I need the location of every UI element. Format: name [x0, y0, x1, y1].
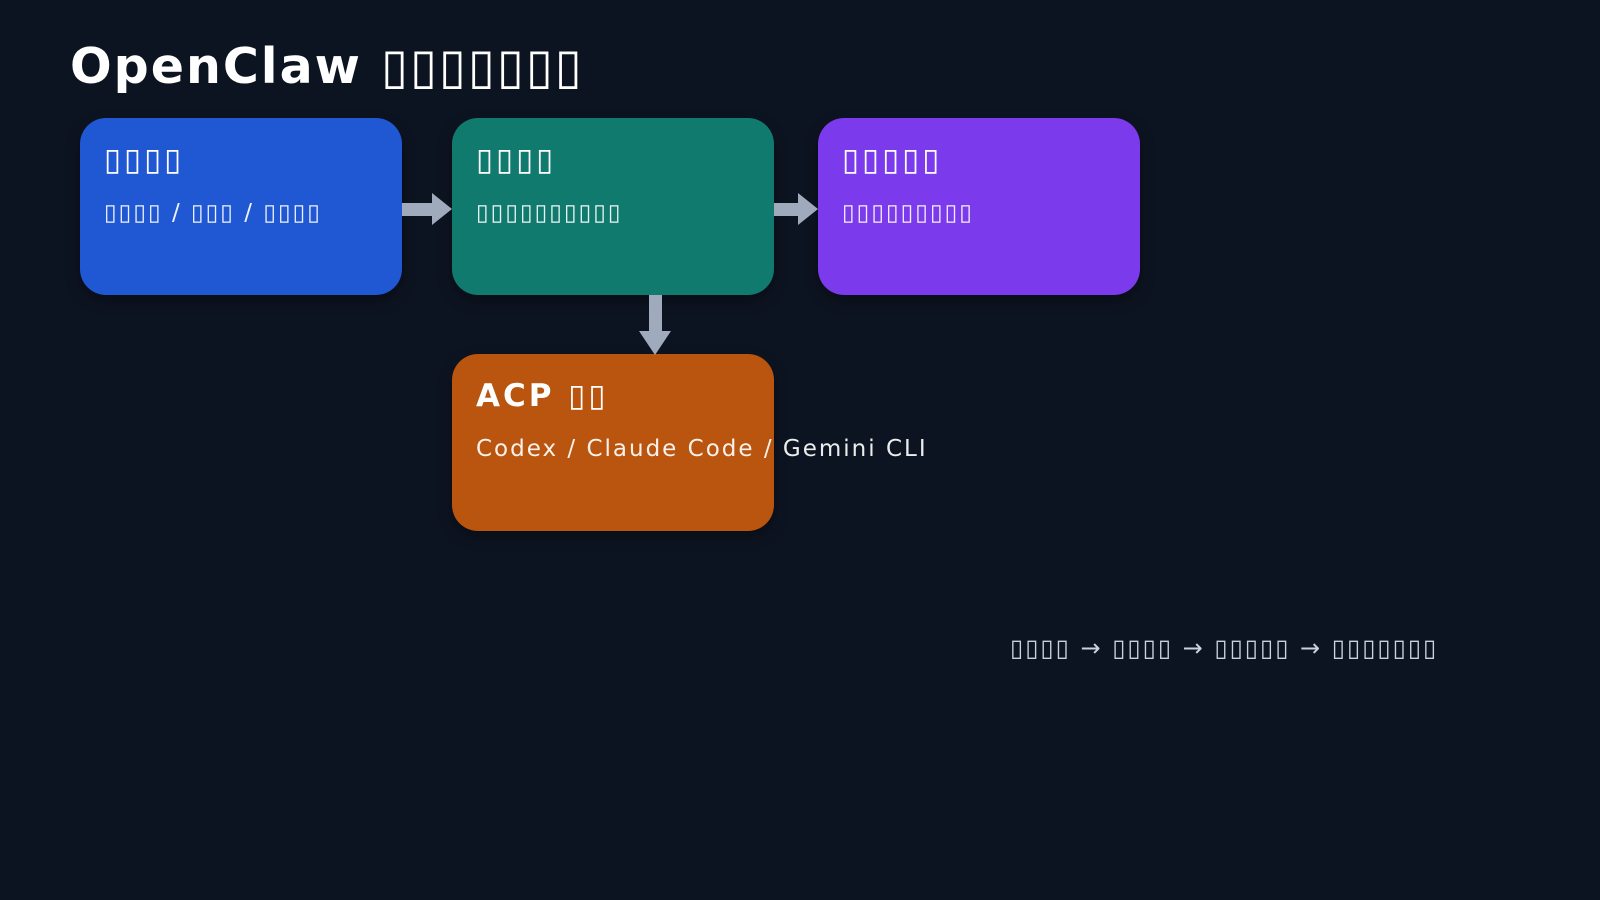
page-title: OpenClaw ▯▯▯▯▯▯▯ — [70, 38, 584, 95]
node-purple-subtitle: ▯▯▯▯▯▯▯▯▯ — [842, 200, 974, 226]
arrow-blue-to-teal-icon — [402, 193, 452, 225]
node-blue: ▯▯▯▯ ▯▯▯▯ / ▯▯▯ / ▯▯▯▯ — [80, 118, 402, 295]
node-teal-subtitle: ▯▯▯▯▯▯▯▯▯▯ — [476, 200, 623, 226]
flow-caption: ▯▯▯▯ → ▯▯▯▯ → ▯▯▯▯▯ → ▯▯▯▯▯▯▯ — [1010, 634, 1439, 662]
arrow-teal-to-purple-icon — [774, 193, 818, 225]
arrow-teal-to-acp-icon — [639, 295, 671, 355]
node-acp-title: ACP ▯▯ — [476, 378, 609, 414]
node-teal-title: ▯▯▯▯ — [476, 142, 557, 178]
arrow-head-right — [432, 193, 452, 225]
arrow-head-down — [639, 331, 671, 355]
node-purple-title: ▯▯▯▯▯ — [842, 142, 943, 178]
node-blue-subtitle: ▯▯▯▯ / ▯▯▯ / ▯▯▯▯ — [104, 200, 322, 226]
node-purple: ▯▯▯▯▯ ▯▯▯▯▯▯▯▯▯ — [818, 118, 1140, 295]
node-acp-subtitle: Codex / Claude Code / Gemini CLI — [476, 436, 928, 462]
arrow-head-right — [798, 193, 818, 225]
arrow-shaft — [774, 202, 798, 216]
arrow-shaft — [402, 202, 432, 216]
node-teal: ▯▯▯▯ ▯▯▯▯▯▯▯▯▯▯ — [452, 118, 774, 295]
node-acp: ACP ▯▯ Codex / Claude Code / Gemini CLI — [452, 354, 928, 531]
arrow-shaft — [648, 295, 662, 331]
node-blue-title: ▯▯▯▯ — [104, 142, 185, 178]
